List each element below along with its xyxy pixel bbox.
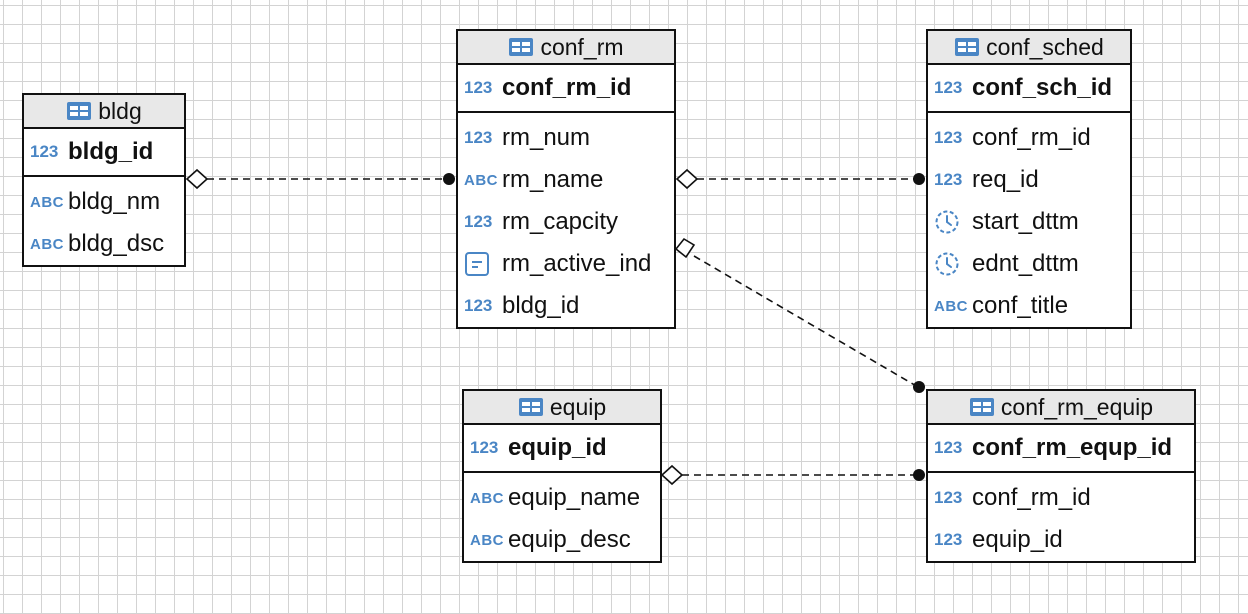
text-type-icon: ABC — [30, 193, 64, 211]
entity-header[interactable]: equip — [464, 391, 660, 425]
datetime-type-icon — [934, 251, 972, 277]
numeric-type-icon: 123 — [464, 212, 493, 231]
column-name: conf_rm_id — [972, 484, 1091, 511]
column-name: equip_desc — [508, 526, 631, 553]
primary-key-row[interactable]: 123 conf_sch_id — [928, 65, 1130, 113]
column-name: bldg_dsc — [68, 230, 165, 257]
column-list: 123 conf_rm_id 123 equip_id — [928, 473, 1194, 561]
numeric-type-icon: 123 — [30, 142, 59, 161]
column-name: rm_capcity — [502, 208, 619, 235]
numeric-type-icon: 123 — [934, 128, 963, 147]
column-row[interactable]: 123 rm_capcity — [458, 201, 674, 243]
boolean-type-icon — [464, 251, 502, 277]
relationship-diamond-end — [185, 168, 209, 190]
text-type-icon: ABC — [464, 171, 498, 189]
table-icon — [518, 397, 544, 417]
table-icon — [969, 397, 995, 417]
column-name: req_id — [972, 166, 1039, 193]
entity-header[interactable]: conf_rm — [458, 31, 674, 65]
table-icon — [66, 101, 92, 121]
text-type-icon: ABC — [30, 235, 64, 253]
table-icon — [954, 37, 980, 57]
column-row[interactable]: ednt_dttm — [928, 243, 1130, 285]
column-row[interactable]: 123 bldg_id — [458, 285, 674, 327]
column-name: bldg_nm — [68, 188, 161, 215]
column-name: ednt_dttm — [972, 250, 1079, 277]
column-list: 123 conf_rm_id 123 req_id start_dttm ednt_dtt… — [928, 113, 1130, 327]
column-row[interactable]: start_dttm — [928, 201, 1130, 243]
relationship-dot-end — [913, 173, 925, 185]
entity-header[interactable]: bldg — [24, 95, 184, 129]
relationship-conf-rm-conf-rm-equip[interactable] — [693, 255, 919, 388]
numeric-type-icon: 123 — [464, 78, 493, 97]
datetime-type-icon — [934, 209, 972, 235]
numeric-type-icon: 123 — [934, 78, 963, 97]
entity-title: conf_sched — [986, 33, 1104, 60]
column-name: equip_id — [972, 526, 1063, 553]
column-row[interactable]: 123 equip_id — [928, 519, 1194, 561]
column-name: equip_name — [508, 484, 641, 511]
relationship-diamond-end — [675, 168, 699, 190]
relationship-dot-end — [913, 381, 925, 393]
entity-conf-rm-equip[interactable]: conf_rm_equip 123 conf_rm_equp_id 123 conf_r… — [926, 389, 1196, 563]
primary-key-name: conf_rm_equp_id — [972, 434, 1173, 461]
column-row[interactable]: 123 conf_rm_id — [928, 117, 1130, 159]
primary-key-name: bldg_id — [68, 138, 154, 165]
text-type-icon: ABC — [470, 531, 504, 549]
numeric-type-icon: 123 — [934, 170, 963, 189]
entity-title: bldg — [98, 97, 142, 124]
column-name: rm_name — [502, 166, 604, 193]
primary-key-row[interactable]: 123 conf_rm_id — [458, 65, 674, 113]
primary-key-name: conf_rm_id — [502, 74, 632, 101]
numeric-type-icon: 123 — [934, 530, 963, 549]
numeric-type-icon: 123 — [464, 128, 493, 147]
numeric-type-icon: 123 — [934, 488, 963, 507]
column-name: rm_num — [502, 124, 591, 151]
primary-key-row[interactable]: 123 conf_rm_equp_id — [928, 425, 1194, 473]
relationship-dot-end — [913, 469, 925, 481]
entity-header[interactable]: conf_rm_equip — [928, 391, 1194, 425]
numeric-type-icon: 123 — [464, 296, 493, 315]
text-type-icon: ABC — [470, 489, 504, 507]
column-row[interactable]: 123 rm_num — [458, 117, 674, 159]
table-icon — [508, 37, 534, 57]
column-name: bldg_id — [502, 292, 580, 319]
column-name: conf_title — [972, 292, 1069, 319]
primary-key-name: equip_id — [508, 434, 607, 461]
column-name: start_dttm — [972, 208, 1079, 235]
relationship-diamond-end — [660, 464, 684, 486]
column-name: conf_rm_id — [972, 124, 1091, 151]
primary-key-name: conf_sch_id — [972, 74, 1113, 101]
primary-key-row[interactable]: 123 equip_id — [464, 425, 660, 473]
text-type-icon: ABC — [934, 297, 968, 315]
column-name: rm_active_ind — [502, 250, 652, 277]
entity-title: conf_rm_equip — [1000, 393, 1154, 420]
entity-header[interactable]: conf_sched — [928, 31, 1130, 65]
entity-title: conf_rm — [540, 33, 624, 60]
numeric-type-icon: 123 — [470, 438, 499, 457]
column-row[interactable]: 123 req_id — [928, 159, 1130, 201]
primary-key-row[interactable]: 123 bldg_id — [24, 129, 184, 177]
relationship-dot-end — [443, 173, 455, 185]
entity-title: equip — [549, 393, 607, 420]
column-row[interactable]: rm_active_ind — [458, 243, 674, 285]
numeric-type-icon: 123 — [934, 438, 963, 457]
column-row[interactable]: 123 conf_rm_id — [928, 477, 1194, 519]
relationship-diamond-end — [674, 237, 696, 259]
